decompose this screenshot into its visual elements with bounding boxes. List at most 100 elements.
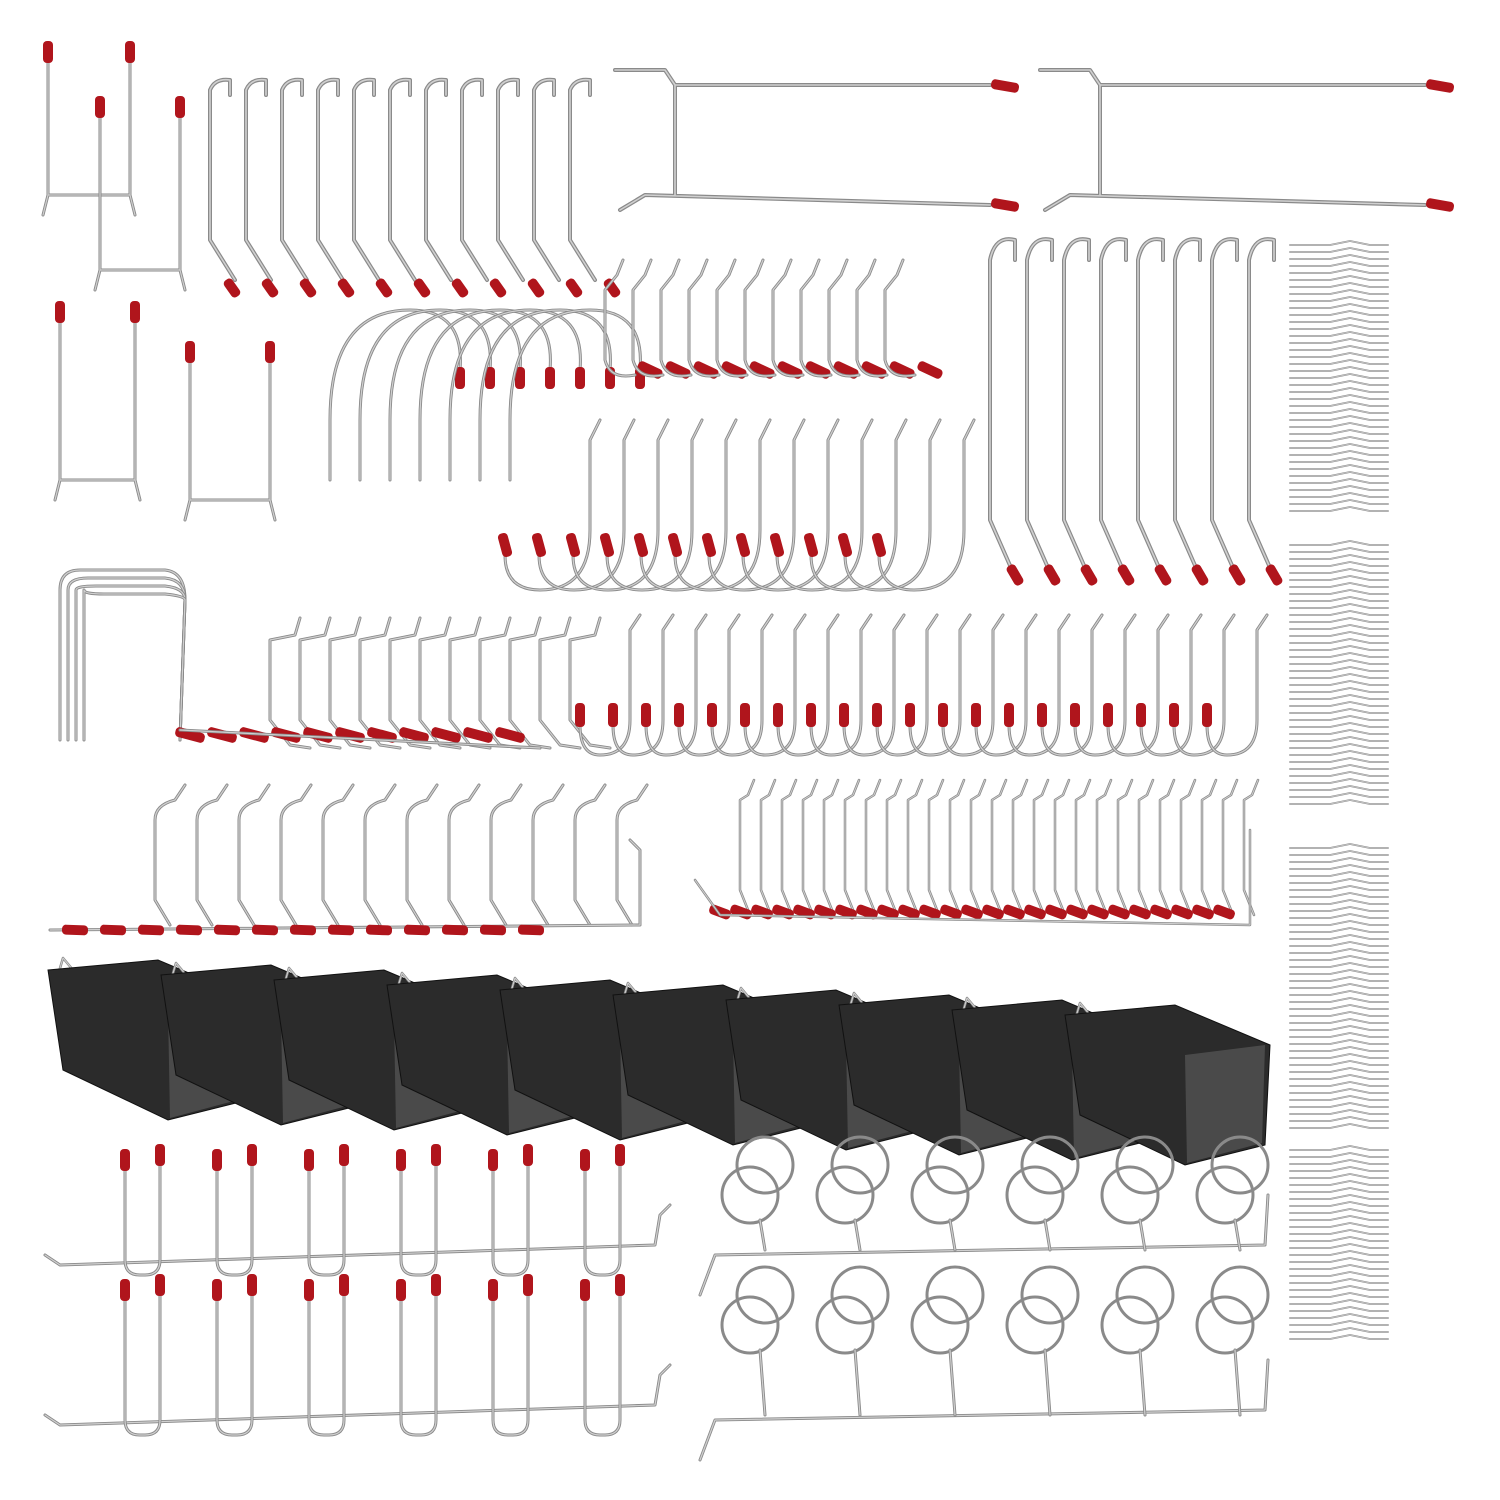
red-tip-cap [1006, 564, 1024, 586]
ring-stem-highlight [949, 1349, 956, 1416]
red-tip-cap [479, 924, 507, 936]
lock-clip-highlight [1289, 1173, 1389, 1179]
long-j-hook [388, 77, 417, 282]
lock-clip-highlight [1289, 659, 1389, 665]
long-j-hook-highlight [281, 78, 308, 281]
red-tip-cap [339, 1144, 349, 1166]
lock-clip-highlight [1289, 1011, 1389, 1017]
large-curved-hook-highlight [606, 419, 703, 591]
short-angled-hook-highlight [688, 259, 720, 377]
angled-hook-highlight [359, 617, 401, 749]
red-tip-cap [99, 924, 127, 936]
red-tip-cap [485, 367, 495, 389]
l-hooks-row [48, 783, 649, 936]
red-tip-cap [990, 198, 1020, 212]
double-prong-highlight [308, 1159, 345, 1276]
lock-clip-highlight [1289, 624, 1389, 630]
long-j-hook [208, 77, 237, 282]
lock-clip-highlight [1289, 771, 1389, 777]
large-curved-hook [877, 418, 976, 592]
red-tip-cap [120, 1279, 130, 1301]
red-tip-cap [938, 703, 948, 727]
long-double-hook [613, 68, 992, 212]
long-j-hook-highlight [245, 78, 272, 281]
red-tip-cap [777, 361, 803, 379]
curved-hook-highlight [711, 614, 773, 756]
l-hook [447, 783, 481, 927]
red-tip-cap [615, 1274, 625, 1296]
lock-clip-highlight [1289, 317, 1389, 323]
red-tip-cap [1154, 564, 1172, 586]
large-curved-hook [503, 418, 602, 592]
red-tip-cap [693, 361, 719, 379]
lock-clip-highlight [1289, 1250, 1389, 1256]
lock-clip-highlight [1289, 254, 1389, 260]
lock-clip-highlight [1289, 785, 1389, 791]
u-loop-hook-highlight [509, 309, 642, 481]
red-tip-cap [175, 727, 205, 743]
ring-bar-highlight [699, 1194, 1269, 1296]
l-hook [237, 783, 271, 927]
l-hook-highlight [280, 784, 312, 926]
long-j-hook [352, 77, 381, 282]
curved-hook-highlight [1041, 614, 1103, 756]
angled-hooks-row [175, 616, 612, 750]
lock-clip-highlight [1289, 457, 1389, 463]
red-tip-cap [835, 904, 857, 920]
curved-hook-highlight [975, 614, 1037, 756]
curved-hook [743, 613, 807, 757]
short-angled-hook-highlight [856, 259, 888, 377]
red-tip-cap [223, 278, 241, 298]
lock-clip-highlight [1289, 478, 1389, 484]
long-j-hook-highlight [353, 78, 380, 281]
red-tip-cap [806, 703, 816, 727]
red-tip-cap [339, 1274, 349, 1296]
lock-clip-highlight [1289, 1271, 1389, 1277]
red-tip-cap [1037, 703, 1047, 727]
large-curved-hook [639, 418, 738, 592]
ring-bar-highlight [699, 1359, 1269, 1461]
red-tip-cap [565, 533, 581, 557]
lock-clip-highlight [1289, 554, 1389, 560]
ring [1020, 1265, 1080, 1325]
red-tip-cap [61, 924, 89, 936]
lock-clip-highlight [1289, 1257, 1389, 1263]
large-curved-hook [809, 418, 908, 592]
ring [735, 1135, 795, 1195]
long-j-hook [1136, 237, 1165, 572]
curved-hook-highlight [810, 614, 872, 756]
lock-clip-highlight [1289, 864, 1389, 870]
short-angled-hook-highlight [884, 259, 916, 377]
lock-clip-highlight [1289, 408, 1389, 414]
curved-hook [776, 613, 840, 757]
lock-clip-highlight [1289, 899, 1389, 905]
large-curved-hook [537, 418, 636, 592]
lock-clip-highlight [1289, 282, 1389, 288]
red-tip-cap [1213, 904, 1235, 920]
red-tip-cap [1150, 904, 1172, 920]
l-hook [363, 783, 397, 927]
angled-hooks-many [693, 778, 1260, 927]
red-tip-cap [667, 533, 683, 557]
red-tip-cap [517, 924, 545, 936]
ring-stem-highlight [1139, 1219, 1146, 1251]
lock-clip-highlight [1289, 1159, 1389, 1165]
angled-hook-highlight [269, 617, 311, 749]
angled-hook [388, 616, 432, 750]
double-prong [583, 1158, 622, 1277]
angled-hook-highlight [1075, 779, 1091, 916]
lock-clip-highlight [1289, 983, 1389, 989]
lock-clip-highlight [1289, 1306, 1389, 1312]
ring-stem-highlight [1139, 1349, 1146, 1416]
ring-bar [698, 1193, 1270, 1297]
short-angled-hook [883, 258, 917, 378]
long-j-hook-highlight [1063, 238, 1090, 571]
curved-hook-highlight [843, 614, 905, 756]
lock-clip-highlight [1289, 1285, 1389, 1291]
lock-clip-highlight [1289, 694, 1389, 700]
angled-hook-highlight [419, 617, 461, 749]
short-angled-hook [799, 258, 833, 378]
lock-clip-highlight [1289, 561, 1389, 567]
large-curved-hook [775, 418, 874, 592]
angled-hook [568, 616, 612, 750]
